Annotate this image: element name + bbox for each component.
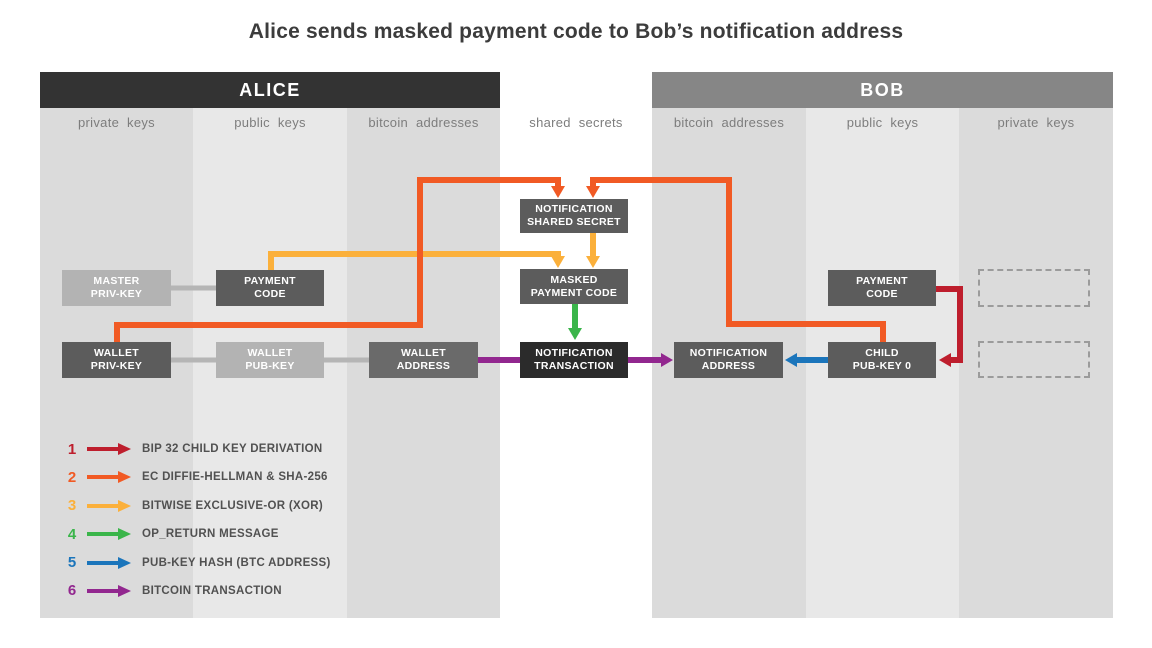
column-label: private keys bbox=[997, 114, 1075, 130]
legend-row: 5 PUB-KEY HASH (BTC ADDRESS) bbox=[64, 554, 331, 572]
box-label-line: PAYMENT bbox=[856, 275, 908, 287]
box-label-line: PUB-KEY 0 bbox=[852, 360, 912, 372]
legend-number: 3 bbox=[67, 497, 77, 515]
legend-number: 4 bbox=[67, 525, 77, 543]
box-bob-hidden-priv-key-1 bbox=[978, 269, 1090, 307]
legend-number: 5 bbox=[67, 554, 77, 572]
column-label: bitcoin addresses bbox=[673, 114, 785, 130]
box-master-priv-key: MASTER PRIV-KEY bbox=[62, 270, 171, 306]
column-label: public keys bbox=[846, 114, 919, 130]
box-wallet-priv-key: WALLET PRIV-KEY bbox=[62, 342, 171, 378]
box-label-line: PUB-KEY bbox=[245, 360, 295, 372]
box-label-line: ADDRESS bbox=[396, 360, 451, 372]
box-label-line: PRIV-KEY bbox=[90, 288, 143, 300]
legend-number: 2 bbox=[67, 468, 77, 486]
arrowhead-ecdh-left bbox=[551, 186, 565, 198]
alice-panel-header: ALICE bbox=[40, 72, 500, 108]
legend-label: BITCOIN TRANSACTION bbox=[142, 584, 282, 597]
legend-arrowhead bbox=[118, 556, 131, 569]
box-notification-transaction: NOTIFICATION TRANSACTION bbox=[520, 342, 628, 378]
legend-number: 1 bbox=[67, 440, 77, 458]
bob-panel-title: BOB bbox=[860, 79, 905, 100]
legend-label: BITWISE EXCLUSIVE-OR (XOR) bbox=[142, 499, 323, 512]
box-label-line: SHARED SECRET bbox=[527, 216, 621, 228]
legend-label: BIP 32 CHILD KEY DERIVATION bbox=[142, 443, 323, 455]
column-label: bitcoin addresses bbox=[368, 114, 479, 130]
legend-arrow-icon bbox=[87, 499, 131, 512]
box-label-line: ADDRESS bbox=[701, 360, 756, 372]
box-label-line: NOTIFICATION bbox=[535, 203, 613, 215]
box-label-line: CHILD bbox=[865, 347, 899, 359]
box-child-pub-key-0: CHILD PUB-KEY 0 bbox=[828, 342, 936, 378]
arrowhead-xor-left bbox=[551, 256, 565, 268]
box-label-line: CODE bbox=[254, 288, 286, 300]
legend-arrow-icon bbox=[87, 443, 131, 455]
column-label: public keys bbox=[234, 114, 306, 130]
box-masked-payment-code: MASKED PAYMENT CODE bbox=[520, 269, 628, 304]
legend-arrow-icon bbox=[87, 471, 131, 484]
legend-arrowhead bbox=[118, 528, 131, 541]
alice-panel-title: ALICE bbox=[239, 79, 301, 100]
box-wallet-pub-key: WALLET PUB-KEY bbox=[216, 342, 324, 378]
column-bob-private-keys bbox=[959, 108, 1113, 618]
box-label-line: NOTIFICATION bbox=[535, 347, 613, 359]
box-label-line: NOTIFICATION bbox=[689, 347, 768, 359]
diagram-title: Alice sends masked payment code to Bob’s… bbox=[248, 20, 904, 43]
box-label-line: TRANSACTION bbox=[534, 360, 614, 372]
arrowhead-opreturn bbox=[568, 328, 582, 340]
legend-arrow-icon bbox=[87, 528, 131, 541]
legend-label: OP_RETURN MESSAGE bbox=[142, 528, 279, 541]
legend-row: 1 BIP 32 CHILD KEY DERIVATION bbox=[64, 440, 331, 458]
arrowhead-xor-right bbox=[586, 256, 600, 268]
legend-row: 2 EC DIFFIE-HELLMAN & SHA-256 bbox=[64, 468, 331, 486]
box-label-line: PAYMENT bbox=[244, 275, 296, 287]
legend-arrow-icon bbox=[87, 584, 131, 597]
box-label-line: WALLET bbox=[94, 347, 139, 359]
box-label-line: MASKED bbox=[550, 273, 598, 286]
box-label-line: WALLET bbox=[247, 347, 293, 359]
box-payment-code-alice: PAYMENT CODE bbox=[216, 270, 324, 306]
box-label-line: MASTER bbox=[93, 275, 140, 287]
legend: 1 BIP 32 CHILD KEY DERIVATION 2 EC DIFFI… bbox=[64, 441, 331, 611]
box-bob-hidden-priv-key-2 bbox=[978, 341, 1090, 378]
legend-label: PUB-KEY HASH (BTC ADDRESS) bbox=[142, 556, 331, 569]
box-label-line: WALLET bbox=[401, 347, 446, 359]
box-payment-code-bob: PAYMENT CODE bbox=[828, 270, 936, 306]
box-notification-address: NOTIFICATION ADDRESS bbox=[674, 342, 783, 378]
legend-row: 6 BITCOIN TRANSACTION bbox=[64, 582, 331, 600]
legend-row: 3 BITWISE EXCLUSIVE-OR (XOR) bbox=[64, 497, 331, 515]
legend-arrowhead bbox=[118, 499, 131, 512]
legend-row: 4 OP_RETURN MESSAGE bbox=[64, 525, 331, 543]
legend-label: EC DIFFIE-HELLMAN & SHA-256 bbox=[142, 471, 328, 484]
box-label-line: CODE bbox=[866, 288, 898, 300]
legend-arrow-icon bbox=[87, 556, 131, 569]
column-label: private keys bbox=[78, 114, 155, 130]
bob-panel-header: BOB bbox=[652, 72, 1113, 108]
box-label-line: PAYMENT CODE bbox=[530, 286, 618, 299]
box-notification-shared-secret: NOTIFICATION SHARED SECRET bbox=[520, 199, 628, 233]
legend-number: 6 bbox=[67, 582, 77, 600]
box-label-line: PRIV-KEY bbox=[90, 360, 143, 372]
legend-arrowhead bbox=[118, 584, 131, 597]
box-wallet-address: WALLET ADDRESS bbox=[369, 342, 478, 378]
shared-secrets-label: shared secrets bbox=[529, 114, 623, 130]
legend-arrowhead bbox=[118, 471, 131, 484]
arrowhead-ecdh-right bbox=[586, 186, 600, 198]
legend-arrowhead bbox=[118, 443, 131, 455]
